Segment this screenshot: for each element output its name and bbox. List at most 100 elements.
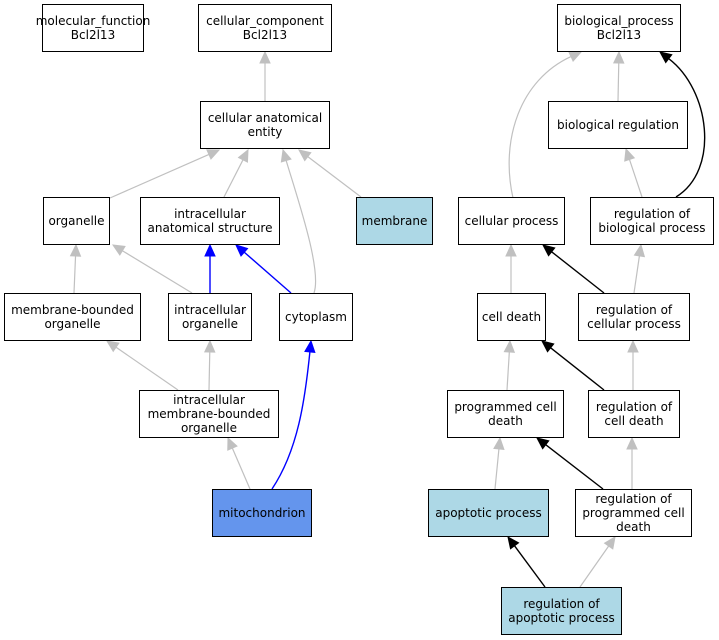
node-label: cell death	[481, 310, 542, 324]
node-label: regulation of biological process	[598, 207, 706, 235]
edge-arrowhead	[659, 51, 673, 64]
edge-line	[617, 62, 620, 102]
node-regulation-of-biological-process[interactable]: regulation of biological process	[590, 197, 714, 245]
edge-line	[668, 58, 706, 198]
node-label: regulation of programmed cell death	[582, 492, 685, 534]
node-label: intracellular organelle	[174, 303, 246, 331]
edge-regulation-of-cell-death-to-cell-death	[541, 340, 605, 391]
edge-arrowhead	[280, 148, 292, 163]
edge-line	[73, 255, 77, 294]
node-label: membrane	[361, 214, 428, 228]
edge-arrowhead	[237, 148, 249, 163]
edge-arrowhead	[206, 149, 221, 160]
edge-cytoplasm-to-cellular-anatomical-entity	[280, 148, 317, 294]
edge-line	[115, 346, 179, 391]
edge-arrowhead	[633, 243, 646, 258]
node-cell-death[interactable]: cell death	[477, 293, 546, 341]
edge-line	[109, 153, 210, 199]
node-regulation-of-cellular-process[interactable]: regulation of cellular process	[578, 293, 690, 341]
edge-programmed-cell-death-to-cell-death	[503, 339, 516, 391]
node-label: cellular_component Bcl2l13	[206, 14, 324, 42]
edge-line	[551, 251, 605, 294]
node-label: regulation of apoptotic process	[508, 597, 615, 625]
edge-line	[494, 448, 500, 490]
node-cellular-component[interactable]: cellular_component Bcl2l13	[198, 4, 332, 52]
node-molecular-function[interactable]: molecular_function Bcl2l13	[36, 4, 150, 52]
node-apoptotic-process[interactable]: apoptotic process	[428, 489, 549, 537]
node-membrane[interactable]: membrane	[356, 197, 433, 245]
node-label: regulation of cellular process	[587, 303, 681, 331]
edge-apoptotic-process-to-programmed-cell-death	[493, 436, 505, 490]
edge-regulation-of-programmed-cell-death-to-programmed-cell-death	[536, 437, 604, 490]
edge-arrowhead	[203, 339, 216, 353]
edge-organelle-to-cellular-anatomical-entity	[109, 149, 221, 199]
edge-line	[628, 159, 643, 198]
node-regulation-of-programmed-cell-death[interactable]: regulation of programmed cell death	[575, 489, 692, 537]
edge-arrowhead	[603, 536, 616, 550]
node-label: cellular anatomical entity	[207, 111, 323, 139]
edge-mitochondrion-to-cytoplasm	[271, 339, 316, 490]
node-label: cytoplasm	[285, 310, 347, 324]
node-label: organelle	[48, 214, 105, 228]
node-cytoplasm[interactable]: cytoplasm	[279, 293, 353, 341]
node-regulation-of-cell-death[interactable]: regulation of cell death	[588, 390, 680, 438]
node-mitochondrion[interactable]: mitochondrion	[212, 489, 312, 537]
node-organelle[interactable]: organelle	[43, 197, 110, 245]
edge-arrowhead	[542, 244, 556, 257]
edge-line	[545, 444, 604, 490]
edge-line	[231, 447, 251, 490]
edge-intracellular-anatomical-structure-to-cellular-anatomical-entity	[223, 148, 249, 198]
edge-arrowhead	[259, 50, 271, 64]
edge-regulation-of-biological-process-to-biological-process	[659, 51, 706, 198]
edge-arrowhead	[536, 437, 550, 450]
edge-regulation-of-cellular-process-to-regulation-of-biological-process	[633, 243, 646, 294]
node-intracellular-organelle[interactable]: intracellular organelle	[168, 293, 252, 341]
edge-membrane-bounded-organelle-to-organelle	[69, 243, 82, 294]
node-membrane-bounded-organelle[interactable]: membrane-bounded organelle	[4, 293, 141, 341]
edge-mitochondrion-to-intracellular-membrane-bounded-organelle	[227, 436, 251, 490]
edge-arrowhead	[204, 243, 216, 257]
edge-intracellular-organelle-to-intracellular-anatomical-structure	[204, 243, 216, 293]
node-label: apoptotic process	[435, 506, 542, 520]
edge-line	[208, 351, 211, 391]
node-label: intracellular membrane-bounded organelle	[147, 393, 271, 435]
node-cellular-process[interactable]: cellular process	[458, 197, 565, 245]
edge-line	[223, 159, 244, 198]
edge-cellular-process-to-biological-process	[508, 51, 583, 199]
edge-arrowhead	[69, 243, 82, 257]
node-label: molecular_function Bcl2l13	[35, 14, 151, 42]
edge-arrowhead	[505, 243, 517, 257]
edge-arrowhead	[111, 244, 126, 256]
edge-arrowhead	[106, 340, 120, 353]
edge-biological-regulation-to-biological-process	[612, 50, 625, 102]
edge-arrowhead	[298, 149, 312, 162]
edge-line	[508, 56, 572, 199]
node-label: biological regulation	[557, 118, 679, 132]
edge-arrowhead	[541, 340, 555, 353]
edge-arrowhead	[227, 436, 238, 451]
node-programmed-cell-death[interactable]: programmed cell death	[447, 390, 564, 438]
node-cellular-anatomical-entity[interactable]: cellular anatomical entity	[200, 101, 330, 149]
edge-line	[506, 351, 510, 391]
edge-intracellular-membrane-bounded-organelle-to-membrane-bounded-organelle	[106, 340, 179, 391]
node-label: regulation of cell death	[595, 400, 673, 428]
node-biological-regulation[interactable]: biological regulation	[548, 101, 688, 149]
node-label: intracellular anatomical structure	[147, 207, 273, 235]
node-intracellular-membrane-bounded-organelle[interactable]: intracellular membrane-bounded organelle	[139, 390, 279, 438]
edge-regulation-of-apoptotic-process-to-apoptotic-process	[507, 536, 546, 588]
node-label: cellular process	[464, 214, 559, 228]
node-intracellular-anatomical-structure[interactable]: intracellular anatomical structure	[140, 197, 280, 245]
edge-arrowhead	[493, 436, 505, 451]
edge-arrowhead	[304, 339, 316, 354]
edge-arrowhead	[568, 51, 583, 63]
node-biological-process[interactable]: biological_process Bcl2l13	[557, 4, 681, 52]
node-regulation-of-apoptotic-process[interactable]: regulation of apoptotic process	[501, 587, 622, 635]
edge-arrowhead	[627, 339, 639, 353]
edge-line	[285, 160, 317, 294]
edge-arrowhead	[612, 50, 625, 64]
node-label: membrane-bounded organelle	[11, 303, 134, 331]
edge-line	[271, 351, 311, 490]
edge-line	[513, 545, 546, 588]
